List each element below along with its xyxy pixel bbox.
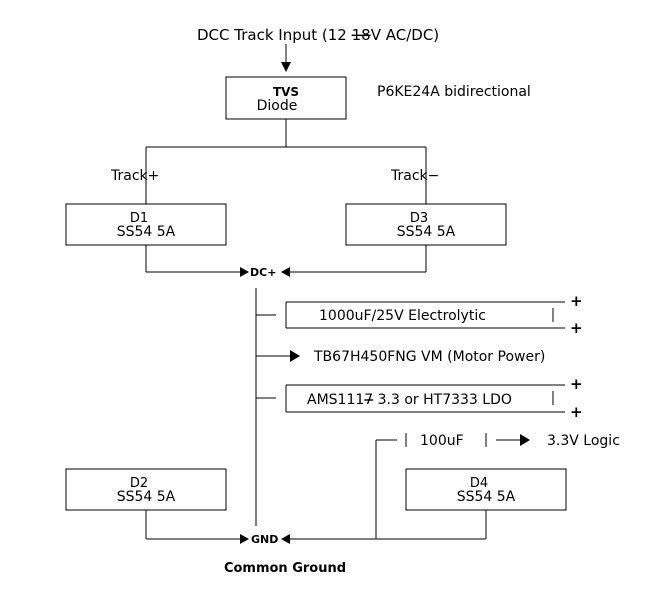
- logic-arrow: [520, 434, 530, 446]
- tvs-diode-label: Diode: [257, 98, 298, 114]
- cap-bulk-plus-top: +: [570, 292, 583, 310]
- d4-box: [405, 468, 567, 511]
- d4-gnd-arrow: [281, 534, 290, 544]
- gnd-label: GND: [251, 533, 278, 546]
- common-ground-label: Common Ground: [224, 561, 346, 576]
- ldo-label: AMS1117 3.3 or HT7333 LDO: [307, 392, 512, 408]
- ldo-label-strike: 7: [364, 392, 373, 408]
- tvs-label: TVS: [273, 85, 299, 99]
- input-label-strike: 18: [352, 26, 371, 44]
- cap-bulk-plus-bottom: +: [570, 319, 583, 337]
- track-plus-label: Track+: [110, 168, 159, 184]
- d1-dc-arrow: [240, 267, 249, 277]
- tvs-note: P6KE24A bidirectional: [377, 84, 531, 100]
- motor-arrow: [290, 350, 300, 362]
- dc-plus-label: DC+: [250, 266, 276, 279]
- d1-part: SS54 5A: [117, 224, 176, 240]
- d2-name: D2: [130, 476, 148, 491]
- logic-label: 3.3V Logic: [547, 433, 620, 449]
- d4-part: SS54 5A: [457, 489, 516, 505]
- cap-100-label: 100uF: [420, 433, 464, 449]
- d4-name: D4: [470, 476, 488, 491]
- d2-part: SS54 5A: [117, 489, 176, 505]
- input-label: DCC Track Input (12 18V AC/DC): [197, 26, 439, 44]
- cap-bulk-label: 1000uF/25V Electrolytic: [319, 308, 486, 324]
- d2-gnd-arrow: [240, 534, 249, 544]
- motor-label: TB67H450FNG VM (Motor Power): [313, 349, 545, 365]
- ldo-plus-bottom: +: [570, 403, 583, 421]
- d1-name: D1: [130, 211, 148, 226]
- d3-name: D3: [410, 211, 428, 226]
- d2-box: [65, 468, 227, 511]
- input-arrow: [281, 62, 291, 72]
- d3-box: [345, 203, 507, 246]
- track-minus-label: Track−: [390, 168, 439, 184]
- d3-part: SS54 5A: [397, 224, 456, 240]
- ldo-plus-top: +: [570, 375, 583, 393]
- d3-dc-arrow: [281, 267, 290, 277]
